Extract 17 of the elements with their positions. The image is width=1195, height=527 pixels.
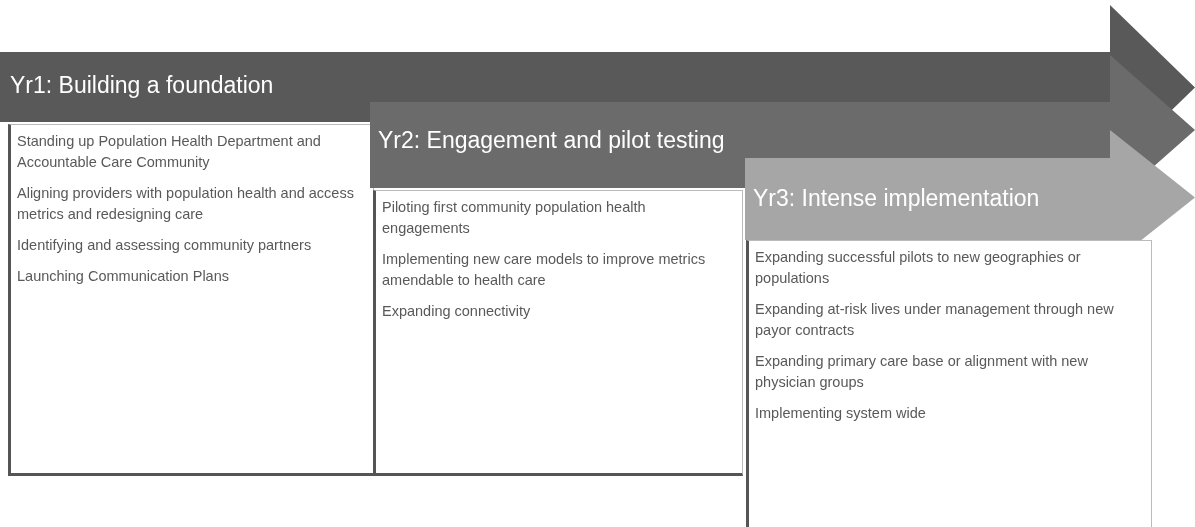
list-item: Standing up Population Health Department and Accountable Care Community [17,132,322,172]
list-item: Aligning providers with population health and access metrics and redesigning care [17,184,355,225]
list-item: Implementing system wide [755,404,927,424]
list-item: Launching Communication Plans [17,267,230,287]
text-box [373,190,743,476]
stage-title: Yr1: Building a foundation [10,72,274,100]
list-item: Expanding at-risk lives under management through new payor contracts [755,300,1115,341]
stage-title: Yr2: Engagement and pilot testing [378,127,725,155]
list-item: Piloting first community population health engagements [382,198,647,238]
list-item: Expanding primary care base or alignment with new physician groups [755,352,1089,393]
list-item: Implementing new care models to improve metrics amendable to health care [382,250,707,291]
text-box [746,240,1152,527]
list-item: Identifying and assessing community partners [17,236,313,256]
list-item: Expanding connectivity [382,302,532,322]
list-item: Expanding successful pilots to new geographies or populations [755,248,1082,288]
text-box [8,124,374,476]
stage-title: Yr3: Intense implementation [753,185,1040,213]
